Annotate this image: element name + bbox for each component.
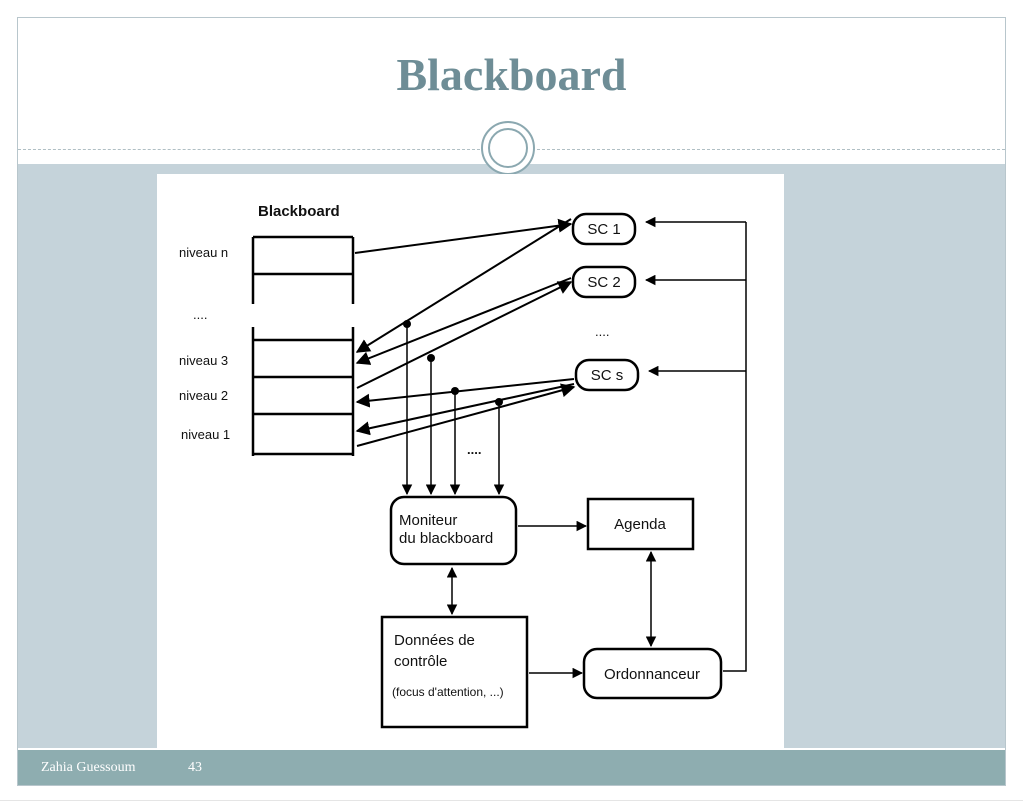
blackboard-diagram: Blackboard niveau n .... niveau 3 niveau… — [157, 174, 784, 754]
levels-gap-label: .... — [193, 307, 207, 322]
arrows-gap-label: .... — [467, 442, 481, 457]
monitor-box: Moniteur du blackboard — [389, 495, 518, 566]
sc2-label: SC 2 — [587, 274, 620, 291]
scs-label: SC s — [591, 367, 624, 384]
control-label-line3: (focus d'attention, ...) — [392, 685, 504, 699]
control-flow-arrows — [446, 216, 747, 679]
monitor-label-line1: Moniteur — [399, 512, 457, 529]
sc1-label: SC 1 — [587, 221, 620, 238]
control-data-box: Données de contrôle (focus d'attention, … — [380, 615, 529, 729]
title-divider-right — [537, 149, 1005, 150]
title-divider-left — [18, 149, 480, 150]
agenda-box: Agenda — [586, 497, 695, 551]
blackboard-label: Blackboard — [258, 203, 340, 220]
agenda-label: Agenda — [614, 516, 666, 533]
knowledge-source-sc1: SC 1 — [571, 212, 637, 246]
monitor-label-line2: du blackboard — [399, 530, 493, 547]
knowledge-source-scs: SC s — [574, 358, 640, 392]
page-number: 43 — [188, 760, 202, 775]
knowledge-source-sc2: SC 2 — [571, 265, 637, 299]
slide-title: Blackboard — [396, 49, 627, 100]
monitor-feed-arrows — [401, 320, 505, 496]
sources-gap-label: .... — [595, 324, 609, 339]
blackboard-structure: Blackboard niveau n .... niveau 3 niveau… — [179, 203, 355, 456]
control-label-line1: Données de — [394, 632, 475, 649]
divider-circle-ornament-inner — [488, 128, 528, 168]
level-1-label: niveau 1 — [181, 427, 230, 442]
control-label-line2: contrôle — [394, 653, 447, 670]
bottom-divider — [0, 800, 1023, 801]
footer-author: Zahia Guessoum — [41, 760, 136, 775]
footer-bar — [18, 750, 1005, 785]
scheduler-box: Ordonnanceur — [582, 647, 723, 700]
scheduler-label: Ordonnanceur — [604, 666, 700, 683]
level-3-label: niveau 3 — [179, 353, 228, 368]
level-n-label: niveau n — [179, 245, 228, 260]
source-arrows — [354, 218, 576, 447]
diagram-canvas: Blackboard niveau n .... niveau 3 niveau… — [179, 203, 747, 729]
level-2-label: niveau 2 — [179, 388, 228, 403]
